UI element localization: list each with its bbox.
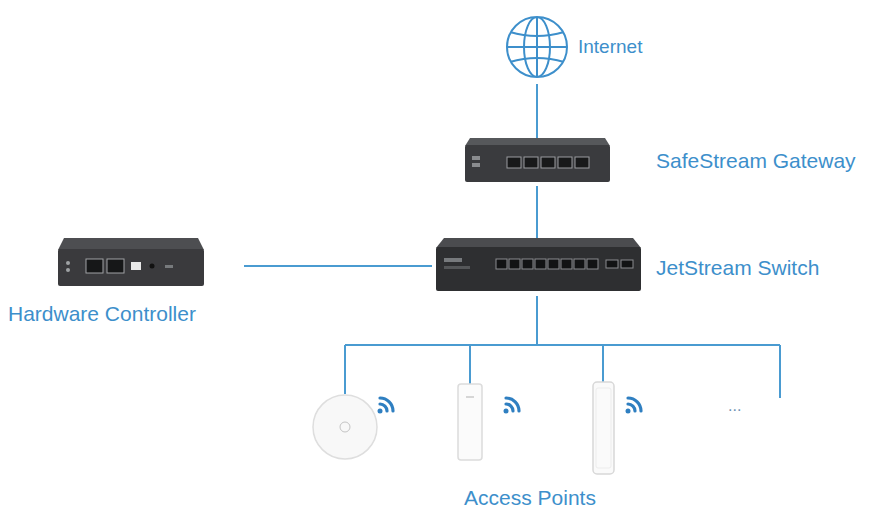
switch-device (509, 259, 520, 269)
switch-device (436, 247, 641, 291)
wifi-symbols (628, 398, 641, 411)
wifi-symbols (506, 404, 513, 411)
gateway-device (472, 163, 480, 167)
switch-device (436, 238, 641, 248)
controller-device (58, 249, 204, 286)
globe-icon (505, 17, 569, 77)
wifi-symbols (378, 398, 642, 414)
bus-wires (779, 345, 781, 398)
access-point-devices (458, 384, 482, 460)
device-label: JetStream Switch (656, 256, 860, 280)
wifi-symbols (506, 398, 519, 411)
bus-wires (469, 345, 471, 384)
switch-device (606, 260, 618, 268)
wifi-symbols (626, 409, 631, 414)
switch-device (535, 259, 546, 269)
switch-device (444, 266, 470, 269)
controller-device (107, 259, 124, 273)
globe-icon (505, 17, 569, 77)
switch-device (574, 259, 585, 269)
access-point-devices (313, 382, 614, 474)
wifi-symbols (378, 409, 383, 414)
globe-icon (505, 46, 569, 48)
device-node: Access Points (300, 345, 790, 517)
controller-device (150, 264, 155, 269)
bus-wires (602, 345, 604, 382)
device-label: Access Points (430, 486, 630, 510)
gateway-device (541, 157, 555, 168)
gateway-device (524, 157, 538, 168)
controller-device (131, 262, 141, 270)
access-point-devices (596, 388, 611, 468)
access-point-devices (340, 422, 350, 432)
device-node: JetStream Switch (432, 238, 862, 296)
switch-device (621, 260, 633, 268)
access-point-devices (313, 395, 377, 459)
gateway-device (575, 157, 589, 168)
gateway-device (465, 138, 610, 146)
controller-device (58, 238, 204, 286)
gateway-device (558, 157, 572, 168)
device-node: Hardware Controller (8, 236, 244, 328)
network-link (244, 265, 432, 267)
bus-wires (345, 345, 780, 398)
gateway-device (507, 157, 521, 168)
switch-device (436, 238, 641, 291)
wifi-symbols (504, 409, 509, 414)
wifi-symbols (380, 404, 387, 411)
access-point-devices (466, 396, 474, 398)
switch-device (548, 259, 559, 269)
controller-device (165, 265, 173, 268)
ellipsis-label: ... (728, 397, 758, 415)
network-link (536, 186, 538, 238)
controller-device (86, 259, 103, 273)
controller-device (58, 238, 204, 250)
switch-device (561, 259, 572, 269)
bus-wires (345, 344, 780, 346)
network-link (536, 84, 538, 138)
access-point-devices (593, 382, 614, 474)
globe-icon (510, 32, 564, 36)
switch-device (496, 259, 507, 269)
wifi-symbols (628, 404, 635, 411)
gateway-device (472, 156, 480, 160)
switch-device (522, 259, 533, 269)
device-label: SafeStream Gateway (656, 149, 890, 173)
switch-device (587, 259, 598, 269)
wifi-symbols (380, 398, 393, 411)
gateway-device (465, 138, 610, 182)
device-node: SafeStream Gateway (462, 138, 892, 186)
switch-device (444, 258, 462, 262)
device-label: Hardware Controller (8, 302, 244, 326)
gateway-device (465, 145, 610, 182)
device-node: Internet (500, 12, 670, 84)
bus-wires (344, 345, 346, 394)
controller-device (66, 268, 70, 272)
device-label: Internet (578, 36, 668, 58)
network-link (536, 296, 538, 345)
globe-icon (510, 58, 564, 62)
controller-device (66, 261, 70, 265)
